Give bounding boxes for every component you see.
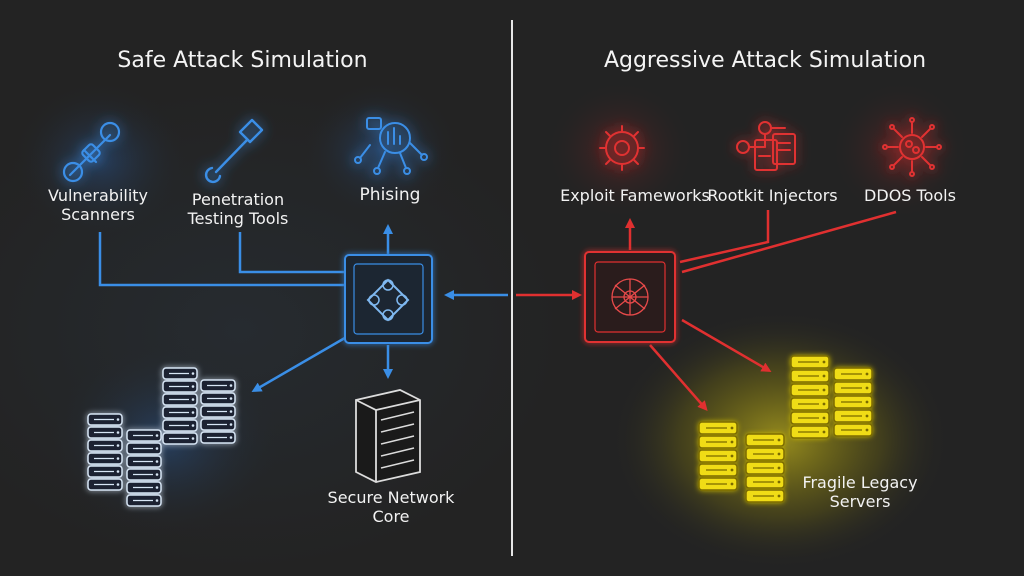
phishing-network-icon [354, 117, 428, 175]
rootkit-injectors-label: Rootkit Injectors [707, 186, 838, 205]
vulnerability-scanners-label: Vulnerability Scanners [47, 186, 149, 225]
ddos-tools-label: DDOS Tools [864, 186, 956, 205]
exploit-frameworks-label: Exploit Fameworks [560, 186, 710, 205]
secure-network-core-label: Secure Network Core [327, 488, 455, 527]
safe-connectors [98, 224, 508, 393]
safe-hub-icon [344, 254, 433, 344]
safe-section-title: Safe Attack Simulation [117, 48, 368, 73]
aggressive-hub-icon [584, 251, 676, 343]
ddos-burst-icon [882, 117, 942, 177]
penetration-testing-tools-label: Penetration Testing Tools [187, 190, 289, 229]
aggressive-section-title: Aggressive Attack Simulation [603, 48, 927, 73]
server-tower-icon [355, 389, 421, 483]
wrench-icon [204, 118, 264, 184]
aggressive-connectors [516, 210, 897, 412]
bug-scanner-icon [62, 121, 121, 183]
gear-cog-icon [599, 125, 645, 171]
injector-flow-icon [736, 121, 796, 171]
phishing-label: Phising [359, 185, 421, 205]
fragile-legacy-servers-label: Fragile Legacy Servers [802, 473, 918, 512]
